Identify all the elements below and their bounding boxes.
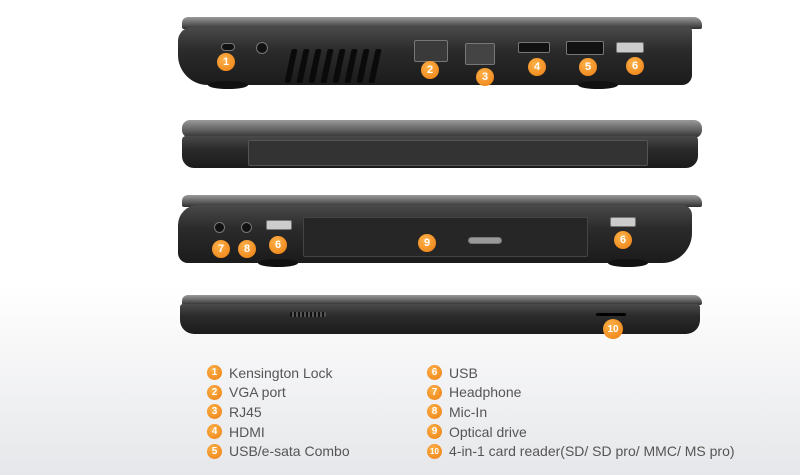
legend-item: 6 USB (427, 363, 735, 383)
legend-label: Mic-In (449, 403, 488, 420)
foot (258, 259, 298, 267)
legend-label: USB/e-sata Combo (229, 443, 350, 460)
marker-7: 7 (212, 240, 230, 258)
kensington-lock-slot (221, 43, 235, 51)
legend-item: 8 Mic-In (427, 402, 735, 422)
foot (208, 81, 248, 89)
legend-number: 4 (207, 424, 222, 440)
hdmi-port (518, 42, 550, 53)
legend-label: 4-in-1 card reader(SD/ SD pro/ MMC/ MS p… (449, 443, 735, 460)
legend-number: 3 (207, 404, 222, 420)
marker-8: 8 (238, 240, 256, 258)
usb-port (616, 42, 644, 53)
marker-2: 2 (421, 61, 439, 79)
legend-label: RJ45 (229, 403, 262, 420)
legend-label: USB (449, 364, 478, 381)
laptop-lid (182, 195, 702, 207)
foot (608, 259, 648, 267)
legend-item: 9 Optical drive (427, 422, 735, 442)
marker-10: 10 (603, 319, 623, 339)
usb-port (610, 217, 636, 227)
legend-number: 1 (207, 365, 222, 381)
legend-label: VGA port (229, 384, 286, 401)
legend-column-right: 6 USB 7 Headphone 8 Mic-In 9 Optical drive 1… (427, 363, 735, 461)
eject-button (468, 237, 502, 244)
usb-esata-port (566, 41, 604, 55)
legend-item: 10 4-in-1 card reader(SD/ SD pro/ MMC/ MS… (427, 441, 735, 461)
marker-5: 5 (579, 58, 597, 76)
legend-label: Headphone (449, 384, 522, 401)
battery (248, 140, 648, 166)
legend-number: 5 (207, 443, 222, 459)
laptop-lid (182, 17, 702, 29)
legend-label: Kensington Lock (229, 364, 333, 381)
legend-item: 1 Kensington Lock (207, 363, 350, 383)
laptop-left-side-view (178, 15, 702, 90)
legend-item: 2 VGA port (207, 383, 350, 403)
power-jack (256, 42, 268, 54)
legend-number: 6 (427, 365, 442, 381)
legend-number: 9 (427, 424, 442, 440)
usb-port (266, 220, 292, 230)
optical-drive (303, 217, 588, 257)
marker-6: 6 (614, 231, 632, 249)
marker-6: 6 (269, 236, 287, 254)
laptop-lid (182, 120, 702, 138)
legend-item: 7 Headphone (427, 383, 735, 403)
laptop-back-view (178, 120, 702, 175)
legend-item: 4 HDMI (207, 422, 350, 442)
legend-column-left: 1 Kensington Lock 2 VGA port 3 RJ45 4 HDMI 5… (207, 363, 350, 461)
legend-label: Optical drive (449, 423, 527, 440)
laptop-lid (182, 295, 702, 305)
legend-number: 10 (427, 443, 442, 459)
legend-item: 5 USB/e-sata Combo (207, 441, 350, 461)
card-reader-slot (596, 313, 626, 316)
legend-number: 8 (427, 404, 442, 420)
marker-6: 6 (626, 57, 644, 75)
speaker-grille (290, 312, 326, 317)
legend-item: 3 RJ45 (207, 402, 350, 422)
foot (578, 81, 618, 89)
legend-label: HDMI (229, 423, 265, 440)
rj45-port (465, 43, 495, 65)
laptop-right-side-view (178, 195, 702, 270)
marker-3: 3 (476, 68, 494, 86)
legend-number: 7 (427, 384, 442, 400)
mic-jack (241, 222, 252, 233)
vga-port (414, 40, 448, 62)
laptop-front-view (178, 295, 702, 345)
legend-number: 2 (207, 384, 222, 400)
headphone-jack (214, 222, 225, 233)
marker-9: 9 (418, 234, 436, 252)
marker-1: 1 (217, 53, 235, 71)
marker-4: 4 (528, 58, 546, 76)
